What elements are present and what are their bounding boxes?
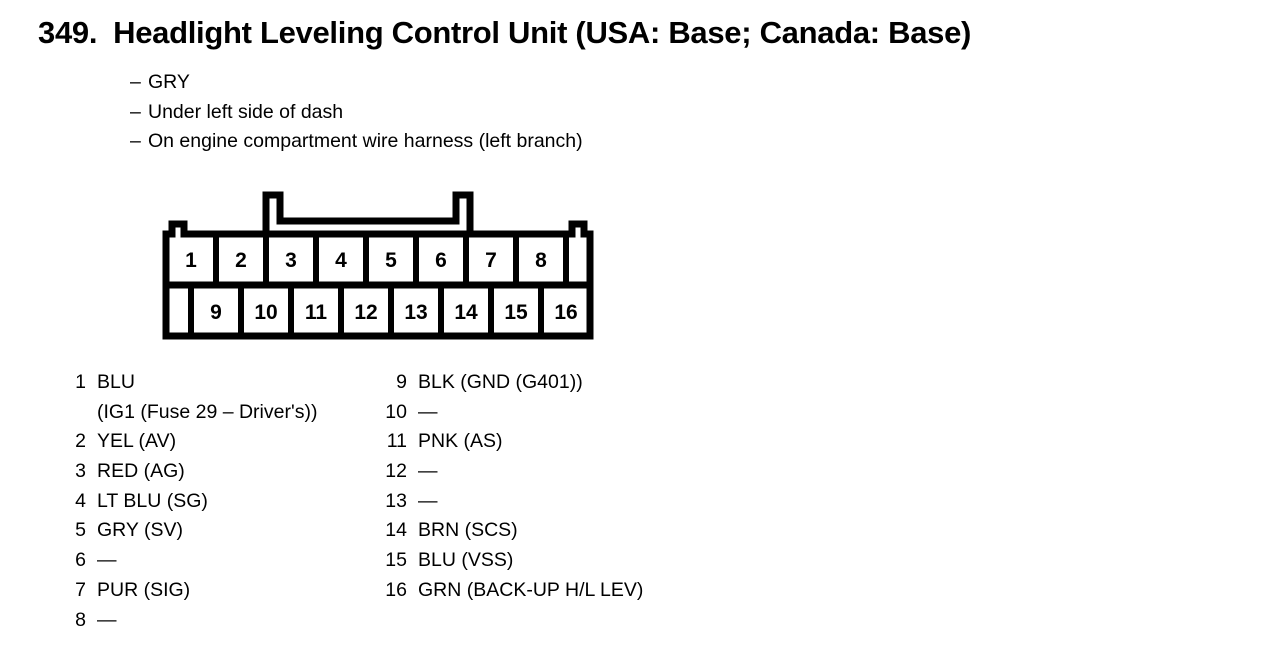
- pin-number-cell: 2: [235, 249, 247, 272]
- note-text: On engine compartment wire harness (left…: [148, 130, 583, 152]
- pin-number-cell: 15: [504, 301, 528, 324]
- pin-list-row: 16 GRN (BACK-UP H/L LEV): [379, 579, 643, 609]
- pin-number: 11: [386, 430, 407, 453]
- connector-shell: [162, 220, 594, 340]
- pin-label: BLU (VSS): [418, 549, 514, 572]
- pin-list-row: 7 PUR (SIG): [58, 579, 317, 609]
- pin-list-row: 1 BLU: [58, 371, 317, 401]
- pin-list-row: 2 YEL (AV): [58, 430, 317, 460]
- pin-list-row: 4 LT BLU (SG): [58, 490, 317, 520]
- pin-number-cell: 9: [210, 301, 222, 324]
- pin-number: 6: [75, 549, 86, 572]
- pin-number-cell: 1: [185, 249, 197, 272]
- pin-number-cell: 3: [285, 249, 297, 272]
- pin-number: 1: [75, 371, 86, 393]
- pin-label-continuation: (IG1 (Fuse 29 – Driver's)): [97, 400, 318, 423]
- pin-number-cell: 7: [485, 249, 497, 272]
- pin-list-row: 10 —: [379, 401, 643, 431]
- pin-number-cell: 13: [404, 301, 427, 324]
- pin-number-cell: 8: [535, 249, 547, 272]
- connector-svg: 1 2 3 4 5 6 7 8 9 10 11 12 13 14 15 16: [162, 191, 594, 340]
- pin-list-row-continuation: (IG1 (Fuse 29 – Driver's)): [58, 401, 317, 431]
- pin-label: LT BLU (SG): [97, 489, 208, 512]
- pin-number-cell: 16: [554, 301, 577, 324]
- connector-latch: [262, 191, 474, 234]
- note-dash: –: [130, 71, 141, 93]
- pin-label: —: [418, 489, 438, 512]
- note-item: –On engine compartment wire harness (lef…: [130, 127, 583, 157]
- pin-number: 8: [75, 608, 86, 631]
- note-text: GRY: [148, 71, 190, 93]
- connector-body: [162, 191, 594, 340]
- pin-list-row: 11 PNK (AS): [379, 430, 643, 460]
- pin-number-cell: 6: [435, 249, 447, 272]
- pin-label: RED (AG): [97, 460, 185, 483]
- pin-label: YEL (AV): [97, 430, 177, 453]
- pin-list-row: 6 —: [58, 549, 317, 579]
- pin-number-cell: 14: [454, 301, 478, 324]
- pin-list-row: 14 BRN (SCS): [379, 519, 643, 549]
- pin-list-row: 5 GRY (SV): [58, 519, 317, 549]
- pin-label: GRY (SV): [97, 519, 183, 542]
- pin-list-row: 9 BLK (GND (G401)): [379, 371, 643, 401]
- pin-label: —: [418, 460, 438, 483]
- pin-number: 14: [385, 519, 407, 542]
- bottom-row-pin-numbers: 9 10 11 12 13 14 15 16: [210, 301, 578, 324]
- pin-number: 9: [396, 371, 407, 393]
- pin-label: —: [97, 549, 117, 572]
- pin-list-row: 15 BLU (VSS): [379, 549, 643, 579]
- page-title-number: 349.: [38, 15, 98, 50]
- connector-diagram: 1 2 3 4 5 6 7 8 9 10 11 12 13 14 15 16: [160, 188, 596, 340]
- pin-label: BLU: [97, 371, 135, 393]
- pin-label: PUR (SIG): [97, 578, 191, 601]
- pin-list-row: 8 —: [58, 609, 317, 639]
- pin-list-left-column: 1 BLU (IG1 (Fuse 29 – Driver's)) 2 YEL (…: [58, 371, 317, 638]
- pin-list-row: 13 —: [379, 490, 643, 520]
- top-row-pin-numbers: 1 2 3 4 5 6 7 8: [185, 249, 547, 272]
- note-dash: –: [130, 100, 141, 123]
- pin-number: 4: [75, 489, 86, 512]
- pin-label: GRN (BACK-UP H/L LEV): [418, 578, 644, 601]
- note-dash: –: [130, 130, 141, 152]
- pin-number: 13: [385, 489, 407, 512]
- top-row-separators: [213, 234, 569, 285]
- pin-number-cell: 12: [354, 301, 377, 324]
- pin-label: —: [418, 400, 438, 423]
- pin-number: 10: [385, 400, 407, 423]
- pin-number: 3: [75, 460, 86, 483]
- pin-number: 15: [385, 549, 407, 572]
- page-title: 349. Headlight Leveling Control Unit (USA…: [38, 17, 971, 48]
- pin-number: 5: [75, 519, 86, 542]
- pin-number-cell: 10: [254, 301, 277, 324]
- pin-number: 2: [75, 430, 86, 453]
- pin-number-cell: 11: [305, 301, 328, 324]
- pin-label: BRN (SCS): [418, 519, 518, 542]
- pin-list-row: 3 RED (AG): [58, 460, 317, 490]
- pin-number-cell: 5: [385, 249, 397, 272]
- note-text: Under left side of dash: [148, 100, 344, 123]
- page-title-text: Headlight Leveling Control Unit (USA: Ba…: [113, 15, 972, 50]
- pin-list-right-column: 9 BLK (GND (G401)) 10 — 11 PNK (AS) 12 —…: [379, 371, 643, 609]
- pin-number: 7: [75, 578, 86, 601]
- pin-label: —: [97, 608, 117, 631]
- pin-number-cell: 4: [335, 249, 347, 272]
- pin-label: BLK (GND (G401)): [418, 371, 583, 393]
- pin-number: 12: [385, 460, 407, 483]
- note-item: –Under left side of dash: [130, 98, 583, 128]
- component-notes-list: –GRY –Under left side of dash –On engine…: [130, 68, 583, 157]
- bottom-row-separators: [188, 285, 544, 336]
- pin-list-row: 12 —: [379, 460, 643, 490]
- note-item: –GRY: [130, 68, 583, 98]
- pin-number: 16: [385, 578, 407, 601]
- pin-label: PNK (AS): [418, 430, 503, 453]
